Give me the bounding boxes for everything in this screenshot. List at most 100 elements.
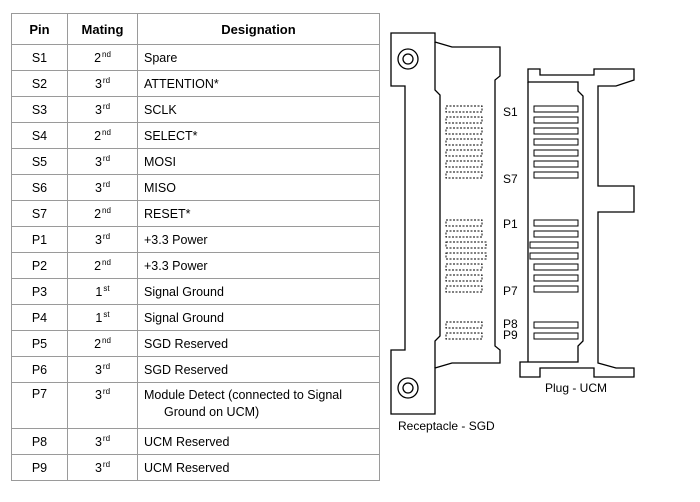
mating-cell: 2nd (67, 252, 138, 279)
plug-p-contacts (529, 219, 579, 340)
pin-cell: S3 (11, 96, 68, 123)
table-row: P4 1st Signal Ground (11, 304, 380, 331)
receptacle-contact-p4 (445, 252, 487, 260)
designation-cell: UCM Reserved (137, 454, 380, 481)
designation-continuation: Ground on UCM) (164, 405, 260, 419)
receptacle-contact-s3 (445, 127, 483, 135)
table-row: P5 2nd SGD Reserved (11, 330, 380, 357)
pin-cell: S1 (11, 44, 68, 71)
pin-cell: S2 (11, 70, 68, 97)
mating-order: 3 (94, 388, 102, 402)
receptacle-contact-p9 (445, 332, 483, 340)
mating-order: 3 (94, 363, 102, 377)
receptacle-contact-p5 (445, 263, 483, 271)
mating-cell: 3rd (67, 454, 138, 481)
mating-suffix: rd (102, 232, 111, 241)
pin-cell: P9 (11, 454, 68, 481)
receptacle-caption: Receptacle - SGD (398, 419, 495, 433)
table-row: S7 2nd RESET* (11, 200, 380, 227)
receptacle-contact-s6 (445, 160, 483, 168)
table-row: S3 3rd SCLK (11, 96, 380, 123)
pin-cell: S7 (11, 200, 68, 227)
plug-contact-s3 (533, 127, 579, 135)
table-row: P6 3rd SGD Reserved (11, 356, 380, 383)
mating-suffix: rd (102, 76, 111, 85)
table-row: P7 3rd Module Detect (connected to Signa… (11, 382, 380, 429)
receptacle-contact-p3 (445, 241, 487, 249)
designation-cell: SGD Reserved (137, 330, 380, 357)
mating-suffix: rd (102, 154, 111, 163)
pin-cell: S5 (11, 148, 68, 175)
receptacle-s-contacts (445, 105, 483, 179)
pin-group-labels: S1 S7 P1 P7 P8 P9 (503, 105, 518, 342)
designation-cell: ATTENTION* (137, 70, 380, 97)
label-s1: S1 (503, 105, 518, 119)
designation-cell: MOSI (137, 148, 380, 175)
designation-cell: MISO (137, 174, 380, 201)
designation-cell: Signal Ground (137, 278, 380, 305)
mating-order: 2 (94, 207, 102, 221)
plug-contact-s4 (533, 138, 579, 146)
plug-ucm (519, 68, 635, 378)
plug-outline (519, 68, 635, 378)
designation-cell: +3.3 Power (137, 252, 380, 279)
mating-cell: 3rd (67, 96, 138, 123)
receptacle-contact-p8 (445, 321, 483, 329)
mating-suffix: rd (102, 362, 111, 371)
pin-cell: P2 (11, 252, 68, 279)
mating-order: 2 (94, 259, 102, 273)
mating-cell: 2nd (67, 44, 138, 71)
label-p9: P9 (503, 328, 518, 342)
designation-cell: Spare (137, 44, 380, 71)
table-row: S1 2nd Spare (11, 44, 380, 71)
mating-cell: 3rd (67, 226, 138, 253)
pin-cell: P3 (11, 278, 68, 305)
plug-contact-p1 (533, 219, 579, 227)
receptacle-p-contacts (445, 219, 487, 340)
designation-cell: +3.3 Power (137, 226, 380, 253)
receptacle-outline (390, 32, 501, 415)
plug-contact-s7 (533, 171, 579, 179)
plug-caption: Plug - UCM (545, 381, 607, 395)
label-p8: P8 (503, 317, 518, 331)
mating-cell: 3rd (67, 70, 138, 97)
mating-order: 3 (94, 155, 102, 169)
mating-cell: 2nd (67, 122, 138, 149)
mating-order: 3 (94, 233, 102, 247)
designation-column-header: Designation (137, 13, 380, 45)
receptacle-contact-s2 (445, 116, 483, 124)
table-row: P9 3rd UCM Reserved (11, 454, 380, 481)
mating-suffix: nd (102, 258, 111, 267)
receptacle-top-mounting-hole (397, 48, 419, 70)
mating-suffix: nd (102, 336, 111, 345)
mating-order: 3 (94, 435, 102, 449)
table-row: P2 2nd +3.3 Power (11, 252, 380, 279)
pin-cell: S6 (11, 174, 68, 201)
plug-contact-p5 (533, 263, 579, 271)
label-s7: S7 (503, 172, 518, 186)
designation-cell: SELECT* (137, 122, 380, 149)
receptacle-contact-p1 (445, 219, 483, 227)
pin-cell: P1 (11, 226, 68, 253)
mating-order: 1 (95, 285, 103, 299)
pin-cell: P7 (11, 382, 68, 429)
table-row: P1 3rd +3.3 Power (11, 226, 380, 253)
table-row: P8 3rd UCM Reserved (11, 428, 380, 455)
mating-suffix: st (103, 284, 110, 293)
receptacle-bottom-mounting-hole-inner (402, 382, 414, 394)
receptacle-sgd (390, 32, 501, 415)
plug-contact-s2 (533, 116, 579, 124)
mating-suffix: rd (102, 387, 111, 396)
mating-cell: 2nd (67, 330, 138, 357)
pin-cell: S4 (11, 122, 68, 149)
table-row: S4 2nd SELECT* (11, 122, 380, 149)
pin-assignment-table: Pin Mating Designation S1 2nd Spare S2 3… (11, 13, 380, 481)
receptacle-contact-s4 (445, 138, 483, 146)
designation-text: Module Detect (connected to Signal (144, 388, 343, 402)
plug-contact-p2 (533, 230, 579, 238)
mating-order: 2 (94, 337, 102, 351)
designation-cell: SCLK (137, 96, 380, 123)
mating-suffix: rd (102, 102, 111, 111)
table-row: S6 3rd MISO (11, 174, 380, 201)
